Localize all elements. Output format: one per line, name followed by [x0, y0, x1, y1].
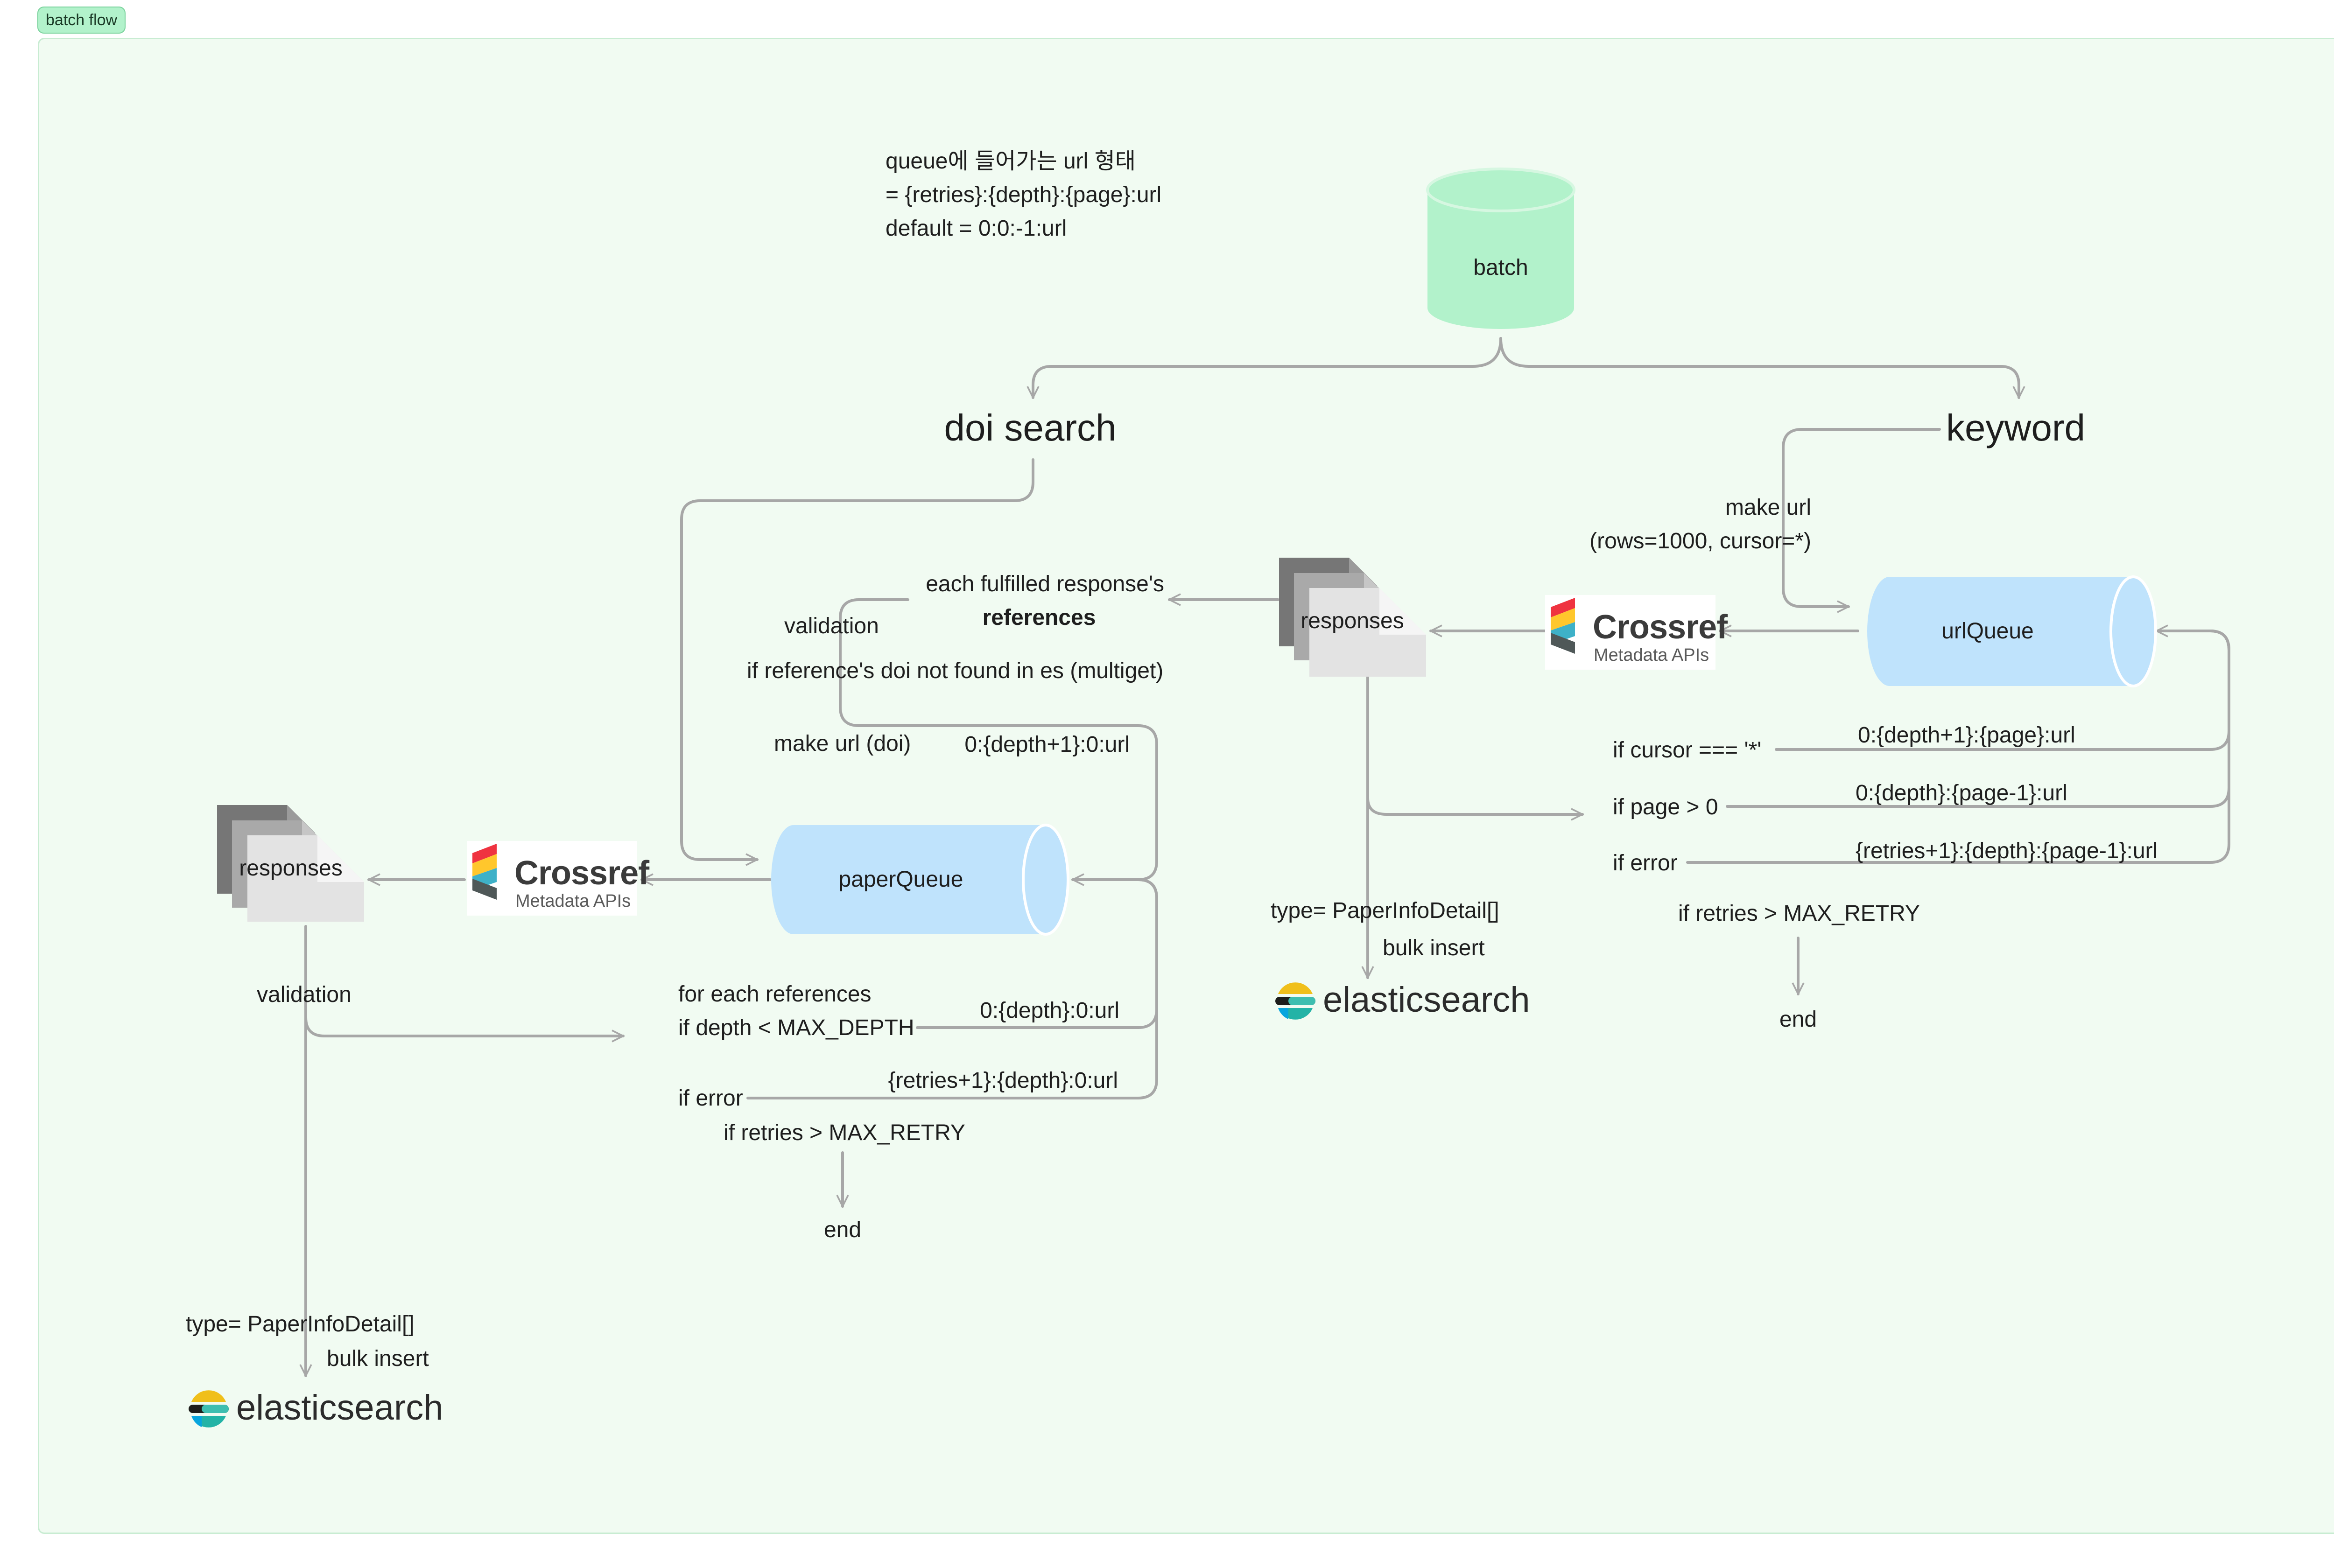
responses-documents-node-right[interactable]	[1279, 558, 1426, 677]
error-url-label-right: {retries+1}:{depth}:{page-1}:url	[1856, 839, 2158, 863]
if-depth-label: if depth < MAX_DEPTH	[678, 1015, 914, 1040]
note-line: queue에 들어가는 url 형태	[886, 149, 1136, 174]
responses-right-to-branches-connector	[1366, 797, 1584, 814]
batch-to-doi-connector	[1033, 337, 1502, 399]
keyword-to-urlqueue-connector	[1782, 428, 1941, 607]
validation-label-mid: validation	[784, 614, 879, 638]
if-error-label-right: if error	[1613, 851, 1678, 875]
elasticsearch-logo-right[interactable]: elasticsearch	[1274, 979, 1530, 1022]
crossref-logo-left[interactable]: Crossref Metadata APIs	[467, 841, 649, 916]
crossref-mark-icon	[1551, 598, 1575, 654]
paper-queue-label: paperQueue	[838, 867, 963, 892]
crossref-subtitle: Metadata APIs	[515, 891, 631, 911]
end-label-right: end	[1779, 1007, 1817, 1032]
depth-url-label: 0:{depth}:0:url	[980, 998, 1119, 1023]
error-url-label-left: {retries+1}:{depth}:0:url	[888, 1068, 1118, 1093]
error-left-to-paperqueue-connector	[746, 878, 1158, 1099]
elasticsearch-logo-left[interactable]: elasticsearch	[188, 1387, 443, 1430]
make-url-label: make url	[1725, 495, 1811, 520]
validation-to-branches-connector	[304, 925, 625, 1036]
if-page-label: if page > 0	[1613, 795, 1718, 819]
if-retries-label-left: if retries > MAX_RETRY	[724, 1120, 965, 1145]
type-label-left: type= PaperInfoDetail[]	[186, 1312, 415, 1337]
responses-documents-node-left[interactable]	[217, 805, 364, 922]
note-line: default = 0:0:-1:url	[886, 216, 1067, 241]
if-error-label-left: if error	[678, 1086, 743, 1111]
paper-queue-node[interactable]	[771, 824, 1069, 936]
doi-to-paperqueue-connector	[680, 458, 1034, 860]
doi-search-label[interactable]: doi search	[944, 407, 1117, 448]
if-retries-label-right: if retries > MAX_RETRY	[1678, 901, 1920, 926]
type-label-right: type= PaperInfoDetail[]	[1271, 898, 1499, 923]
frame-label[interactable]: batch flow	[37, 7, 126, 34]
cursor-url-label: 0:{depth+1}:{page}:url	[1858, 723, 2075, 748]
keyword-label[interactable]: keyword	[1946, 407, 2085, 448]
url-format-note[interactable]: queue에 들어가는 url 형태 = {retries}:{depth}:{…	[886, 145, 1161, 245]
elasticsearch-name: elasticsearch	[236, 1388, 443, 1428]
elasticsearch-name: elasticsearch	[1323, 980, 1530, 1020]
batch-to-keyword-connector	[1499, 337, 2019, 399]
make-url-doi-label: make url (doi)	[774, 731, 911, 756]
bulk-insert-label-left: bulk insert	[327, 1346, 429, 1371]
elasticsearch-mark-icon	[189, 1390, 229, 1428]
end-label-left: end	[823, 1218, 862, 1242]
crossref-name: Crossref	[1593, 609, 1728, 646]
batch-database-node[interactable]	[1426, 168, 1575, 329]
ref-not-found-label: if reference's doi not found in es (mult…	[747, 658, 1164, 683]
batch-label: batch	[1473, 255, 1528, 280]
validation-label-left: validation	[257, 982, 352, 1007]
if-cursor-label: if cursor === '*'	[1613, 738, 1762, 763]
references-label: references	[982, 605, 1096, 630]
responses-label-left: responses	[239, 856, 343, 881]
crossref-subtitle: Metadata APIs	[1594, 645, 1709, 665]
elasticsearch-mark-icon	[1275, 982, 1315, 1020]
responses-label-right: responses	[1301, 609, 1404, 633]
page-url-label: 0:{depth}:{page-1}:url	[1856, 781, 2067, 805]
bulk-insert-label-right: bulk insert	[1383, 936, 1485, 960]
url-queue-node[interactable]	[1867, 575, 2157, 687]
make-url-params-label: (rows=1000, cursor=*)	[1589, 529, 1811, 553]
crossref-name: Crossref	[514, 854, 649, 892]
for-each-refs-label: for each references	[678, 982, 872, 1007]
depth-plus-one-label: 0:{depth+1}:0:url	[964, 732, 1130, 757]
references-loop-connector	[839, 598, 1158, 880]
url-queue-label: urlQueue	[1941, 619, 2034, 644]
note-line: = {retries}:{depth}:{page}:url	[886, 182, 1162, 207]
crossref-mark-icon	[472, 844, 497, 900]
each-fulfilled-label: each fulfilled response's	[926, 572, 1164, 596]
error-right-to-urlqueue-connector	[1686, 630, 2230, 864]
crossref-logo-right[interactable]: Crossref Metadata APIs	[1545, 595, 1728, 670]
batch-flow-frame[interactable]	[38, 38, 2334, 1534]
